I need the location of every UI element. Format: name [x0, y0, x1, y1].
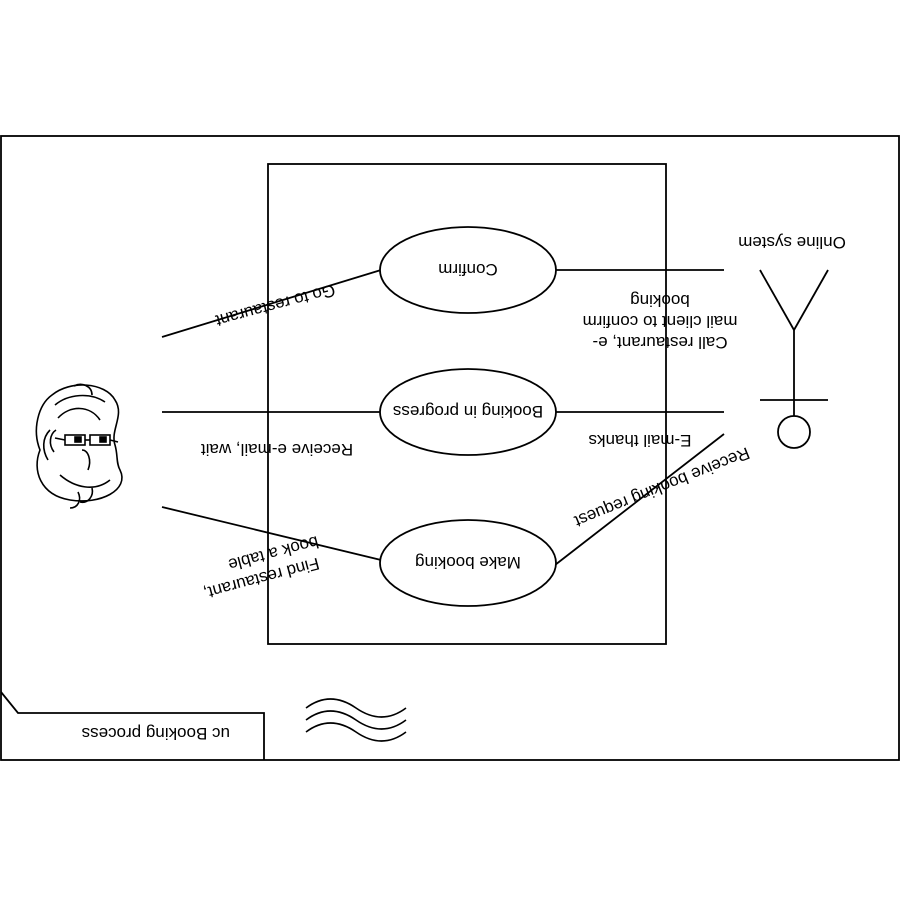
use-case-label: Confirm [438, 260, 498, 279]
association-label: mail client to confirm [583, 312, 738, 331]
association-label: Call restaurant, e- [592, 333, 727, 352]
customer-face-icon[interactable] [35, 383, 123, 509]
wave-lines-icon [305, 698, 407, 742]
association-label: Receive booking request [572, 443, 753, 531]
use-case-label: Make booking [415, 553, 521, 572]
association-label: Receive e-mail, wait [201, 440, 353, 459]
use-case-booking-in-progress[interactable] [379, 368, 557, 456]
uml-frame [0, 135, 900, 761]
frame-title: uc Booking process [82, 724, 230, 743]
association-line [161, 269, 382, 338]
actor-system[interactable] [759, 269, 829, 449]
system-boundary [267, 163, 667, 645]
use-case-label: Booking in progress [393, 402, 543, 421]
actor-system-label: Online system [738, 233, 846, 252]
association-line [161, 506, 382, 561]
association-line [554, 433, 725, 566]
use-case-confirm[interactable] [379, 226, 557, 314]
association-label: E-mail thanks [589, 431, 692, 450]
association-label: booking [630, 291, 690, 310]
use-case-make-booking[interactable] [379, 519, 557, 607]
association-label: Go to restaurant [213, 280, 337, 330]
frame-name-tab [0, 691, 265, 760]
